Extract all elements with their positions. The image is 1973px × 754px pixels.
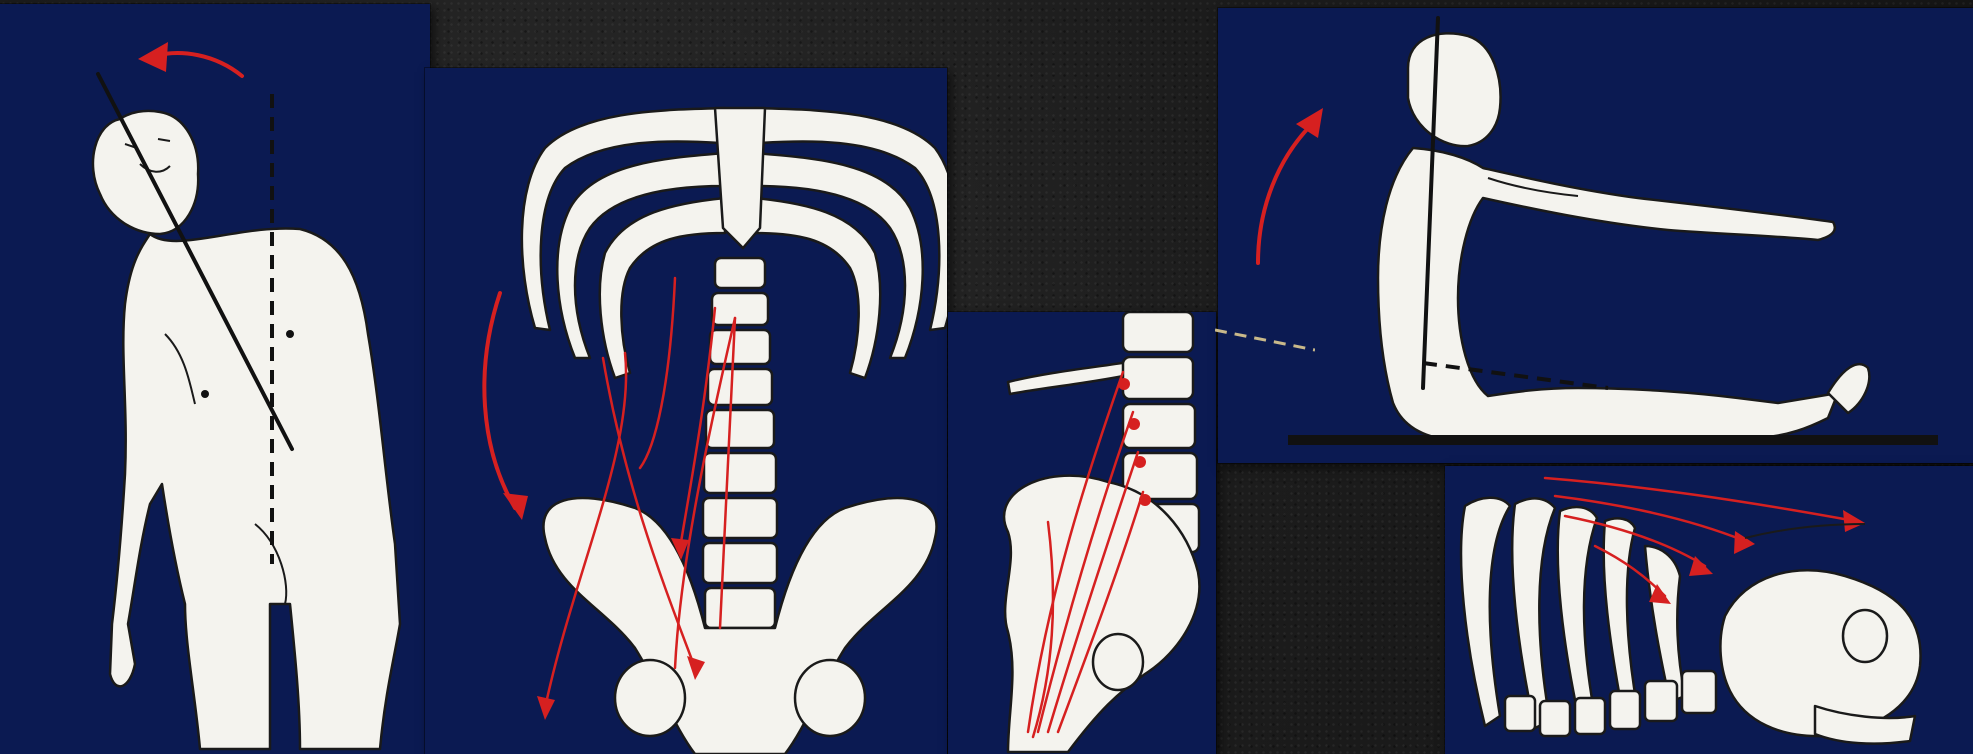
bridge-dashed-line xyxy=(1215,320,1315,360)
standing-figure-icon xyxy=(0,4,430,754)
panel-ribcage-pelvis-front xyxy=(425,68,947,754)
curved-arrow-icon xyxy=(155,53,242,76)
panel-lateral-flexion xyxy=(0,4,430,754)
curved-arrow-icon xyxy=(1258,123,1313,263)
panel-sitting-forward-reach xyxy=(1218,8,1973,463)
ribcage-pelvis-icon xyxy=(425,68,947,754)
ribcage-side-icon xyxy=(1445,466,1973,754)
lumbar-side-icon xyxy=(948,312,1216,754)
sitting-figure-icon xyxy=(1218,8,1973,463)
panel-ribcage-pelvis-side xyxy=(1445,466,1973,754)
panel-lumbar-side xyxy=(948,312,1216,754)
